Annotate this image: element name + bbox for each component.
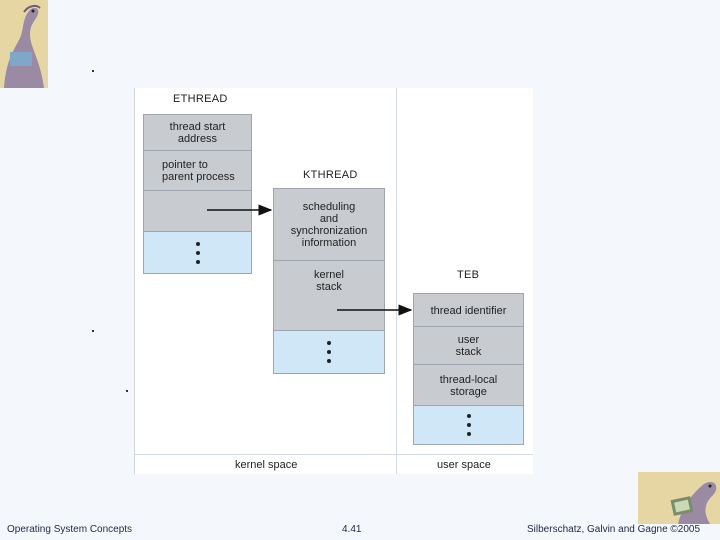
space-label-divider <box>135 454 533 455</box>
stray-dot <box>92 70 94 72</box>
kernel-space-label: kernel space <box>235 459 298 471</box>
footer-copyright: Silberschatz, Galvin and Gagne ©2005 <box>527 524 701 535</box>
ethread-title: ETHREAD <box>173 93 228 105</box>
dinosaur-laptop-logo-icon <box>638 472 720 524</box>
footer-course-title: Operating System Concepts <box>7 524 133 535</box>
space-divider <box>396 88 397 474</box>
kthread-field-scheduling-info: scheduling and synchronization informati… <box>273 188 385 262</box>
ethread-field-thread-start-address: thread start address <box>143 114 252 151</box>
stray-dot <box>92 330 94 332</box>
ethread-field-parent-process-pointer: pointer to parent process <box>143 150 252 191</box>
teb-field-thread-identifier: thread identifier <box>413 293 524 328</box>
thread-structures-diagram: ETHREAD thread start address pointer to … <box>134 88 533 474</box>
stray-dot <box>126 390 128 392</box>
user-space-label: user space <box>437 459 491 471</box>
kthread-title: KTHREAD <box>303 169 358 181</box>
ethread-ellipsis <box>143 231 252 274</box>
teb-ellipsis <box>413 405 524 445</box>
teb-title: TEB <box>457 269 480 281</box>
dinosaur-logo-icon <box>0 0 48 88</box>
pointer-arrows <box>207 204 413 316</box>
teb-field-thread-local-storage: thread-local storage <box>413 364 524 407</box>
kthread-ellipsis <box>273 330 385 374</box>
footer-slide-number: 4.41 <box>342 524 362 535</box>
teb-field-user-stack: user stack <box>413 326 524 366</box>
ethread-field-kthread-link <box>143 190 252 232</box>
